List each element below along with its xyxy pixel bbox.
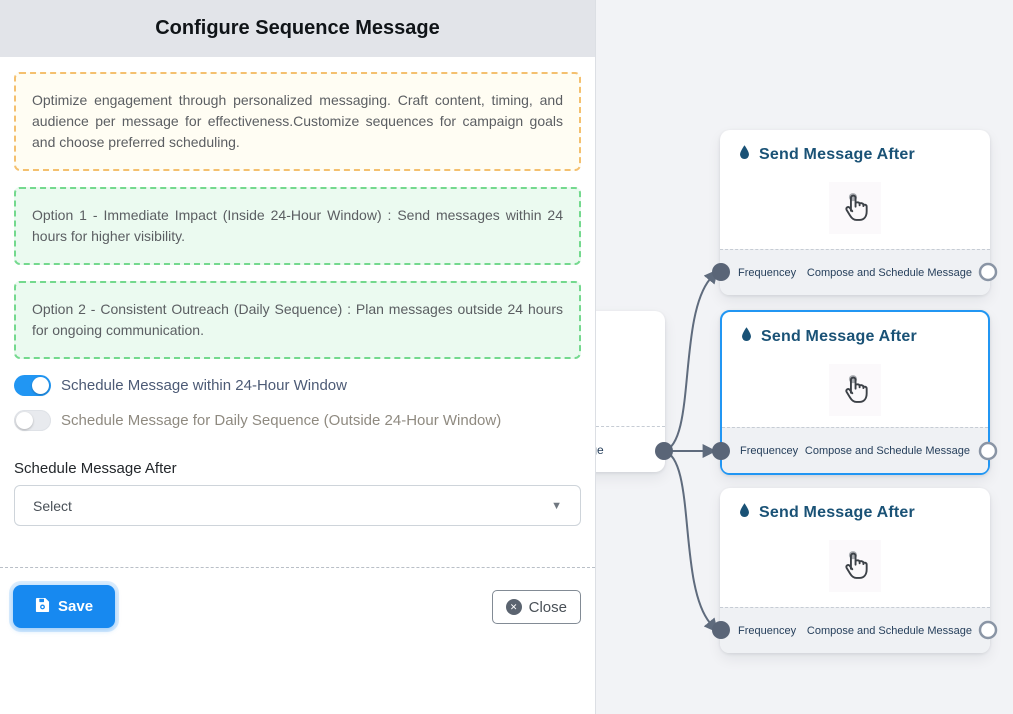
close-circle-icon: ✕ — [505, 599, 522, 615]
node-handle-label-compose: Compose and Schedule Message — [806, 266, 972, 279]
option1-note: Option 1 - Immediate Impact (Inside 24-H… — [14, 187, 581, 265]
toggle-knob — [32, 377, 49, 394]
source-node-partial-label: ce Message — [596, 442, 604, 457]
node-handle-label-frequency: Frequencey — [738, 624, 797, 637]
footer-divider — [0, 567, 595, 568]
node-body: Send Message After — [722, 312, 988, 427]
node-title: Send Message After — [759, 146, 915, 163]
source-node-body — [596, 311, 665, 427]
water-drop-icon — [740, 326, 753, 348]
edge-to-node-1 — [663, 269, 718, 452]
toggle-daily-sequence-label: Schedule Message for Daily Sequence (Out… — [61, 412, 502, 429]
node-title: Send Message After — [761, 328, 917, 345]
flow-node-send-message-after-1[interactable]: Send Message After Frequencey Compose an… — [720, 130, 990, 295]
save-button-label: Save — [58, 598, 94, 615]
flow-node-send-message-after-2-selected[interactable]: Send Message After Frequencey Compose an… — [720, 310, 990, 475]
chevron-down-icon: ▼ — [551, 499, 562, 512]
node-handle-label-frequency: Frequencey — [738, 266, 797, 279]
hand-pointer-icon[interactable] — [829, 182, 881, 234]
toggle-daily-sequence[interactable] — [14, 410, 51, 431]
edge-to-node-3 — [663, 450, 718, 633]
water-drop-icon — [738, 144, 751, 166]
save-disk-icon — [35, 597, 50, 616]
node-body: Send Message After — [720, 130, 990, 249]
select-value: Select — [33, 497, 72, 514]
hand-pointer-icon[interactable] — [829, 364, 881, 416]
close-button-label: Close — [528, 598, 567, 616]
node-title: Send Message After — [759, 504, 915, 521]
water-drop-icon — [738, 502, 751, 524]
schedule-after-label: Schedule Message After — [14, 460, 177, 477]
toggle-within-24h-label: Schedule Message within 24-Hour Window — [61, 377, 347, 394]
schedule-after-select[interactable]: Select ▼ — [14, 485, 581, 526]
page-title: Configure Sequence Message — [155, 17, 440, 39]
save-button[interactable]: Save — [13, 585, 116, 628]
hand-pointer-icon[interactable] — [829, 540, 881, 592]
configure-sequence-message-panel: Configure Sequence Message Optimize enga… — [0, 0, 596, 714]
flow-canvas[interactable]: ce Message Send Message After Frequencey… — [596, 0, 1013, 714]
panel-header: Configure Sequence Message — [0, 0, 595, 57]
toggle-knob — [16, 412, 33, 429]
node-body: Send Message After — [720, 488, 990, 607]
flow-node-sequence-message[interactable]: ce Message — [596, 311, 665, 472]
node-handle-label-compose: Compose and Schedule Message — [804, 444, 970, 457]
option2-note: Option 2 - Consistent Outreach (Daily Se… — [14, 281, 581, 359]
node-handle-label-frequency: Frequencey — [740, 444, 799, 457]
toggle-within-24h[interactable] — [14, 375, 51, 396]
node-handle-label-compose: Compose and Schedule Message — [806, 624, 972, 637]
info-note: Optimize engagement through personalized… — [14, 72, 581, 171]
close-button[interactable]: ✕ Close — [491, 590, 581, 624]
flow-node-send-message-after-3[interactable]: Send Message After Frequencey Compose an… — [720, 488, 990, 653]
